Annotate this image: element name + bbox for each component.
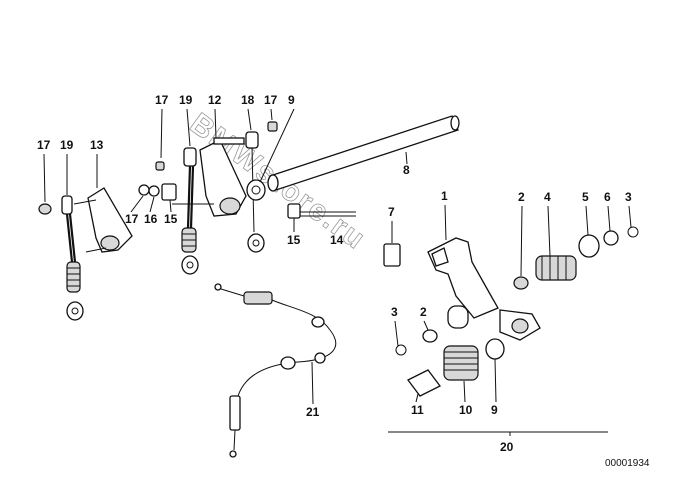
- label-20: 20: [500, 440, 514, 454]
- label-16: 16: [144, 212, 158, 226]
- label-17d: 17: [125, 212, 139, 226]
- pedal-assembly: [383, 226, 639, 433]
- label-1: 1: [441, 189, 448, 203]
- label-18: 18: [241, 93, 255, 107]
- label-14: 14: [330, 233, 344, 247]
- label-10: 10: [459, 403, 473, 417]
- label-4: 4: [544, 190, 551, 204]
- label-2b: 2: [420, 305, 427, 319]
- label-9a: 9: [288, 93, 295, 107]
- center-linkage-rod: [138, 121, 356, 275]
- label-7: 7: [388, 205, 395, 219]
- label-3a: 3: [625, 190, 632, 204]
- label-3b: 3: [391, 305, 398, 319]
- label-15b: 15: [287, 233, 301, 247]
- label-5: 5: [582, 190, 589, 204]
- label-9b: 9: [491, 403, 498, 417]
- label-2a: 2: [518, 190, 525, 204]
- reference-number: 00001934: [605, 458, 650, 469]
- label-6: 6: [604, 190, 611, 204]
- label-15a: 15: [164, 212, 178, 226]
- shaft: [267, 115, 460, 192]
- left-linkage-rod: [38, 187, 133, 321]
- leader-lines: [43, 108, 632, 436]
- label-19a: 19: [60, 138, 74, 152]
- label-17a: 17: [37, 138, 51, 152]
- label-17b: 17: [155, 93, 169, 107]
- label-11: 11: [411, 403, 424, 417]
- throttle-cable: [214, 283, 337, 458]
- label-17c: 17: [264, 93, 278, 107]
- label-19b: 19: [179, 93, 193, 107]
- label-13: 13: [90, 138, 104, 152]
- label-8: 8: [403, 163, 410, 177]
- label-21: 21: [306, 405, 320, 419]
- label-12: 12: [208, 93, 222, 107]
